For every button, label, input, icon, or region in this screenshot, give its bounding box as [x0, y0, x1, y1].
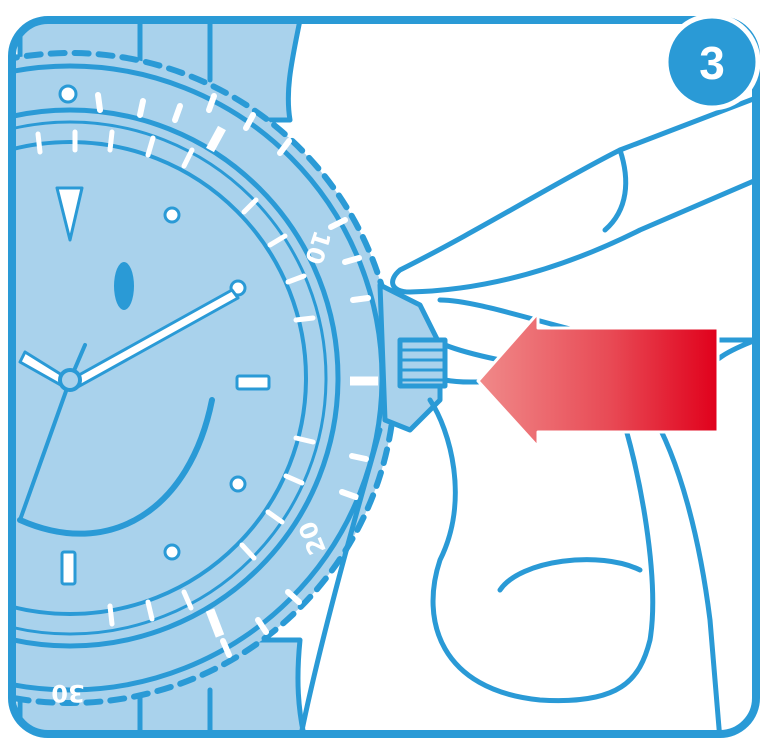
step-number: 3: [699, 37, 725, 89]
dial-eye: [114, 262, 134, 310]
step-number-badge: 3: [666, 16, 758, 108]
bezel-label-30: 30: [51, 679, 84, 707]
